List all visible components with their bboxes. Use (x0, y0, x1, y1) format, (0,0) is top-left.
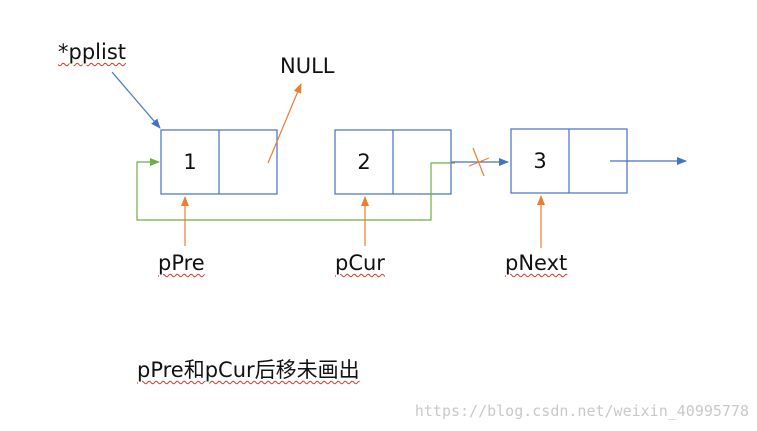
node-2-value: 2 (357, 150, 371, 174)
cut-mark-icon (468, 147, 490, 177)
pnext-label: pNext (505, 251, 568, 275)
caption-note: pPre和pCur后移未画出 (137, 358, 360, 382)
node-1 (160, 129, 278, 195)
null-arrow (267, 83, 302, 164)
watermark-url: https://blog.csdn.net/weixin_40995778 (414, 402, 749, 420)
reverse-link-arrow (136, 158, 455, 221)
ppre-label: pPre (158, 251, 205, 275)
null-label: NULL (280, 54, 335, 78)
node-3-value: 3 (533, 149, 547, 173)
pcur-label: pCur (335, 251, 385, 275)
node-3 (510, 128, 628, 194)
node-2 (334, 129, 452, 195)
node-1-value: 1 (183, 150, 197, 174)
pplist-arrow (111, 71, 161, 129)
pplist-label: *pplist (58, 40, 127, 64)
